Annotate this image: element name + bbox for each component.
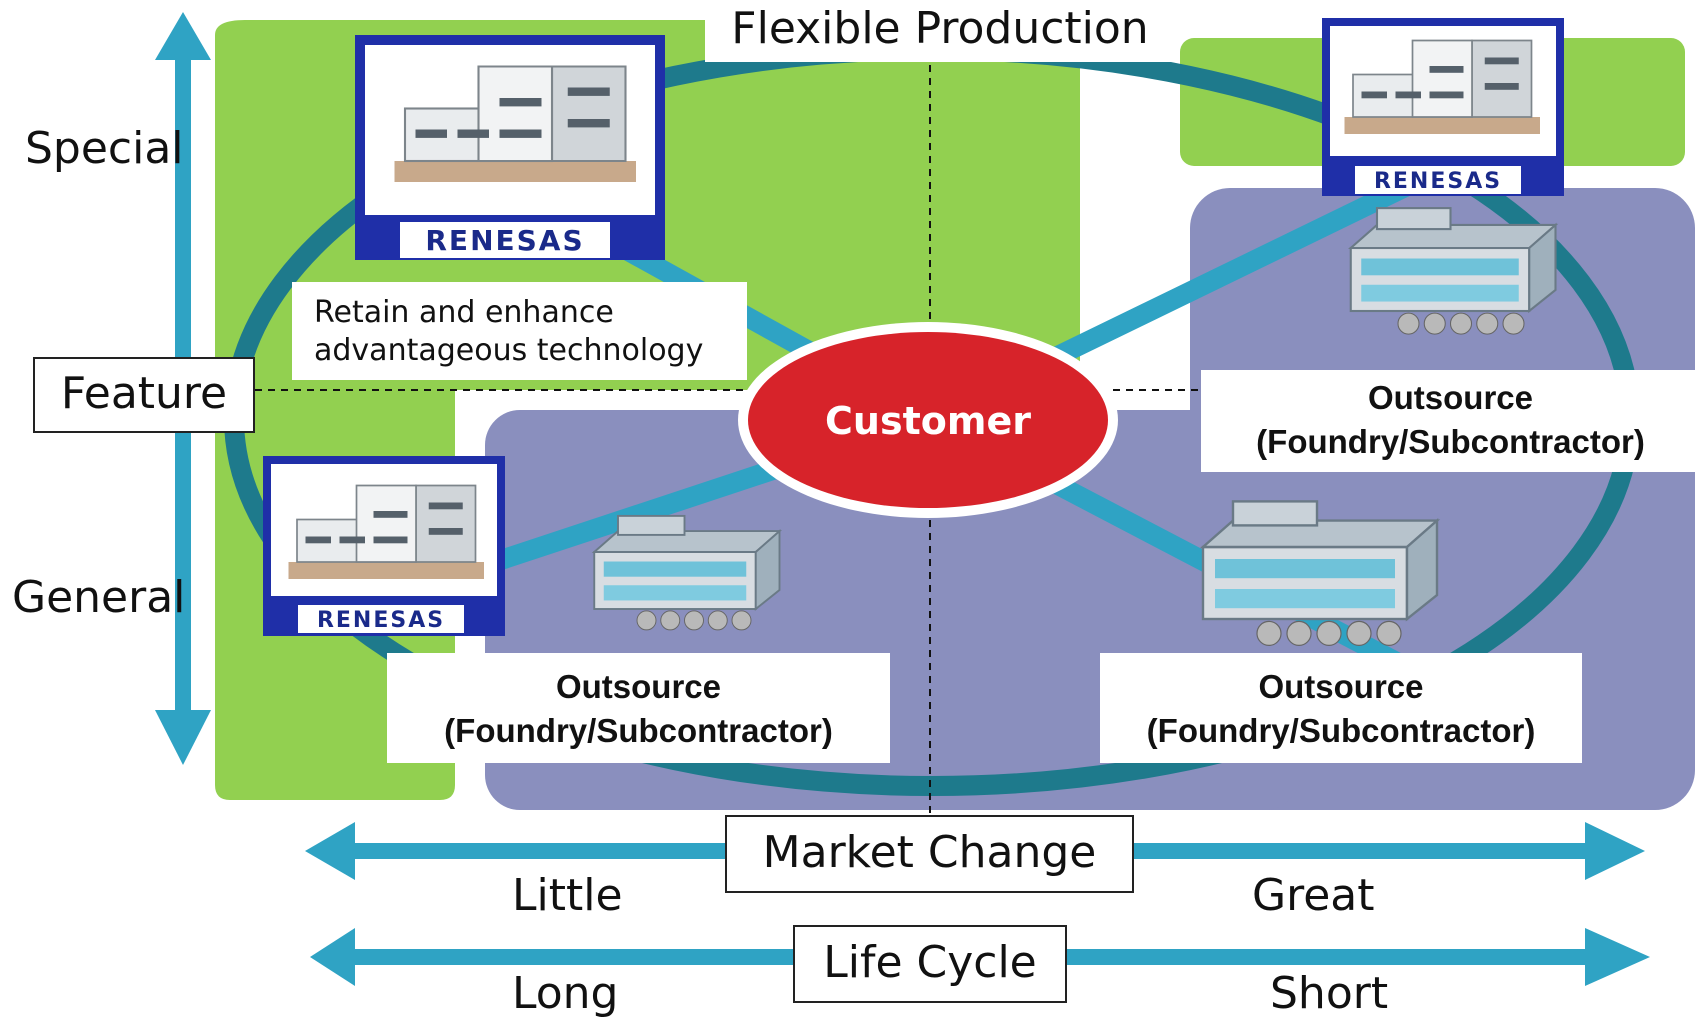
renesas-logo: RENESAS (1374, 169, 1502, 194)
renesas-fab-top-right: RENESAS (1322, 18, 1564, 196)
renesas-fab-bottom-left: RENESAS (263, 456, 505, 636)
axis-name-feature: Feature (33, 357, 255, 433)
outsource-bottom-left-line2: (Foundry/Subcontractor) (444, 712, 833, 749)
outsource-label-bottom-left: Outsource (Foundry/Subcontractor) (387, 653, 890, 763)
outsource-bottom-left-line1: Outsource (555, 668, 722, 705)
market-label-great: Great (1252, 870, 1375, 921)
axis-label-general: General (12, 572, 186, 623)
customer-ellipse (748, 332, 1108, 508)
lifecycle-label-short: Short (1270, 968, 1389, 1019)
market-label-little: Little (512, 870, 623, 921)
dashed-guides (255, 65, 1200, 815)
renesas-logo: RENESAS (317, 608, 445, 633)
renesas-fab-top-left: RENESAS (355, 35, 665, 260)
outsource-bottom-right-line2: (Foundry/Subcontractor) (1146, 712, 1536, 749)
axis-label-special: Special (25, 123, 184, 174)
axis-name-market-change: Market Change (725, 815, 1134, 893)
retain-note-line1: Retain and enhance (314, 295, 614, 330)
renesas-logo: RENESAS (425, 224, 584, 257)
title-flexible-production: Flexible Production (705, 0, 1175, 62)
retain-note: Retain and enhance advantageous technolo… (292, 282, 747, 380)
outsource-bottom-right-line1: Outsource (1258, 668, 1424, 705)
lifecycle-label-long: Long (512, 968, 619, 1019)
retain-note-line2: advantageous technology (314, 333, 704, 368)
outsource-label-bottom-right: Outsource (Foundry/Subcontractor) (1100, 653, 1582, 763)
outsource-label-right: Outsource (Foundry/Subcontractor) (1201, 370, 1700, 472)
outsource-right-line1: Outsource (1367, 379, 1534, 416)
customer-label: Customer (825, 399, 1031, 443)
axis-name-life-cycle: Life Cycle (793, 925, 1067, 1003)
outsource-right-line2: (Foundry/Subcontractor) (1256, 423, 1645, 460)
